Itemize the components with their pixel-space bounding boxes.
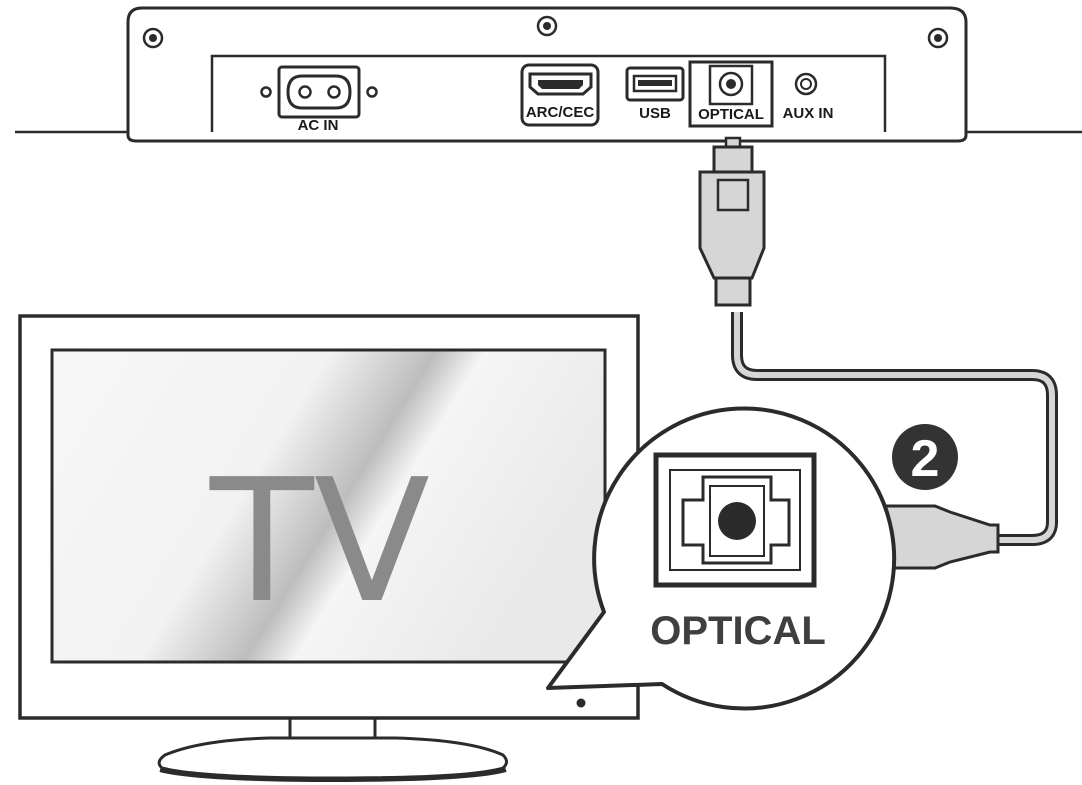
hdmi-arc-port: ARC/CEC — [520, 63, 600, 127]
arc-cec-label: ARC/CEC — [526, 104, 595, 121]
screw-icon — [927, 27, 949, 49]
optical-port-label: OPTICAL — [698, 106, 764, 123]
ac-in-port: AC IN — [260, 65, 378, 134]
tv-stand-neck — [288, 718, 377, 740]
usb-port: USB — [625, 66, 685, 122]
tv-optical-port — [653, 452, 817, 588]
tv-screen — [50, 348, 607, 664]
optical-port: OPTICAL — [688, 60, 774, 128]
screw-icon — [142, 27, 164, 49]
callout-optical-label: OPTICAL — [650, 609, 826, 653]
tv: TV — [18, 314, 640, 783]
step-number: 2 — [911, 430, 940, 488]
soundbar-port-panel — [210, 54, 887, 132]
tv-power-led — [576, 698, 586, 708]
soundbar: AC IN ARC/CEC USB OPTICAL A — [15, 6, 1082, 143]
usb-label: USB — [639, 105, 671, 122]
step-badge: 2 — [892, 424, 958, 490]
ac-in-label: AC IN — [298, 117, 339, 134]
screw-icon — [536, 15, 558, 37]
tv-label: TV — [209, 443, 430, 641]
optical-plug-top — [698, 136, 766, 307]
tv-stand-base — [157, 736, 508, 780]
aux-in-port: AUX IN — [783, 72, 834, 122]
callout-bubble: OPTICAL — [546, 406, 897, 711]
aux-in-label: AUX IN — [783, 105, 834, 122]
